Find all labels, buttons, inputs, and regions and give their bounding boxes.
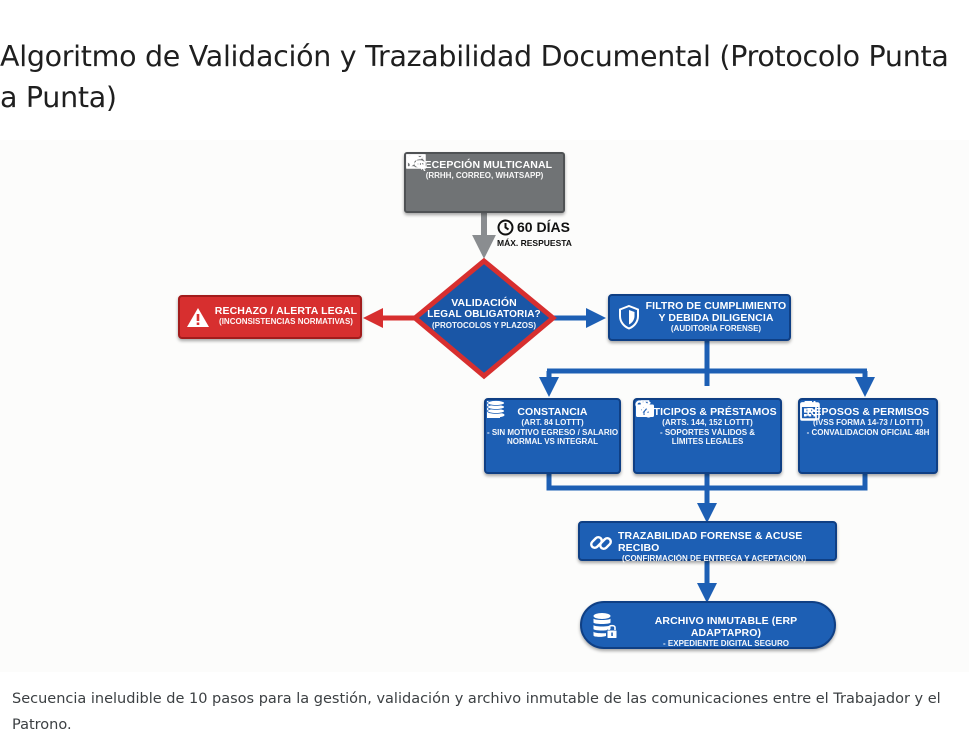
clock-icon	[497, 219, 514, 236]
traceability-title: TRAZABILIDAD FORENSE & ACUSE RECIBO	[618, 530, 803, 554]
rejection-subtitle: (INCONSISTENCIAS NORMATIVAS)	[219, 317, 353, 326]
archive-node: ARCHIVO INMUTABLE (ERP ADAPTAPRO) - EXPE…	[580, 601, 836, 649]
web-form-icon	[406, 154, 427, 171]
constancia-line3: NORMAL VS INTEGRAL	[507, 437, 598, 446]
constancia-title: CONSTANCIA	[517, 406, 588, 418]
traceability-node: TRAZABILIDAD FORENSE & ACUSE RECIBO (CON…	[578, 521, 837, 563]
database-lock-icon	[593, 613, 618, 639]
constancia-line1: (ART. 84 LOTTT)	[521, 418, 584, 427]
constancia-line2: - SIN MOTIVO EGRESO / SALARIO	[486, 427, 619, 437]
decision-line1: VALIDACIÓN	[451, 297, 517, 309]
coins-icon	[487, 400, 505, 418]
traceability-subtitle: (CONFIRMACIÓN DE ENTREGA Y ACEPTACIÓN)	[622, 554, 807, 563]
anticipos-line3: LÍMITES LEGALES	[671, 437, 744, 446]
anticipos-line2: - SOPORTES VÁLIDOS &	[659, 427, 756, 437]
reposos-title: REPOSOS & PERMISOS	[806, 406, 930, 418]
percent-icon	[635, 400, 653, 418]
archive-title: ARCHIVO INMUTABLE (ERP ADAPTAPRO)	[654, 615, 798, 639]
reception-subtitle: (RRHH, CORREO, WHATSAPP)	[425, 171, 544, 180]
compliance-line2: Y DEBIDA DILIGENCIA	[658, 312, 774, 324]
rejection-title: RECHAZO / ALERTA LEGAL	[214, 305, 358, 317]
decision-text: VALIDACIÓN LEGAL OBLIGATORIA? (PROTOCOLO…	[424, 297, 544, 331]
figure-caption: Secuencia ineludible de 10 pasos para la…	[12, 691, 941, 733]
reposos-line1: (IVSS FORMA 14-73 / LOTTT)	[813, 418, 923, 427]
reposos-node: REPOSOS & PERMISOS (IVSS FORMA 14-73 / L…	[798, 398, 938, 474]
decision-line2: LEGAL OBLIGATORIA?	[427, 309, 541, 320]
reposos-line2: - CONVALIDACION OFICIAL 48H	[806, 427, 930, 437]
warning-icon	[187, 308, 209, 327]
decision-line3: (PROTOCOLOS Y PLAZOS)	[431, 321, 536, 330]
constancia-node: CONSTANCIA (ART. 84 LOTTT) - SIN MOTIVO …	[484, 398, 621, 474]
compliance-line1: FILTRO DE CUMPLIMIENTO	[645, 300, 787, 312]
deadline-subtitle: MÁX. RESPUESTA	[497, 238, 572, 248]
decision-diamond	[411, 257, 557, 380]
anticipos-line1: (ARTS. 144, 152 LOTTT)	[662, 418, 753, 427]
compliance-line3: (AUDITORÍA FORENSE)	[670, 324, 762, 333]
anticipos-node: ANTICIPOS & PRÉSTAMOS (ARTS. 144, 152 LO…	[633, 398, 782, 474]
calendar-icon	[800, 401, 820, 420]
link-icon	[590, 536, 612, 550]
connectors	[363, 213, 875, 603]
flowchart-figure: RECEPCIÓN MULTICANAL (RRHH, CORREO, WHAT…	[0, 140, 969, 672]
deadline-title: 60 DÍAS	[517, 219, 570, 235]
anticipos-title: ANTICIPOS & PRÉSTAMOS	[638, 406, 777, 418]
page-title: Algoritmo de Validación y Trazabilidad D…	[0, 40, 949, 114]
reception-title: RECEPCIÓN MULTICANAL	[416, 159, 553, 171]
shield-icon	[619, 305, 639, 330]
compliance-node: FILTRO DE CUMPLIMIENTO Y DEBIDA DILIGENC…	[608, 294, 791, 341]
archive-subtitle: - EXPEDIENTE DIGITAL SEGURO	[663, 639, 789, 648]
reception-node: RECEPCIÓN MULTICANAL (RRHH, CORREO, WHAT…	[404, 152, 565, 213]
rejection-node: RECHAZO / ALERTA LEGAL (INCONSISTENCIAS …	[178, 295, 362, 339]
